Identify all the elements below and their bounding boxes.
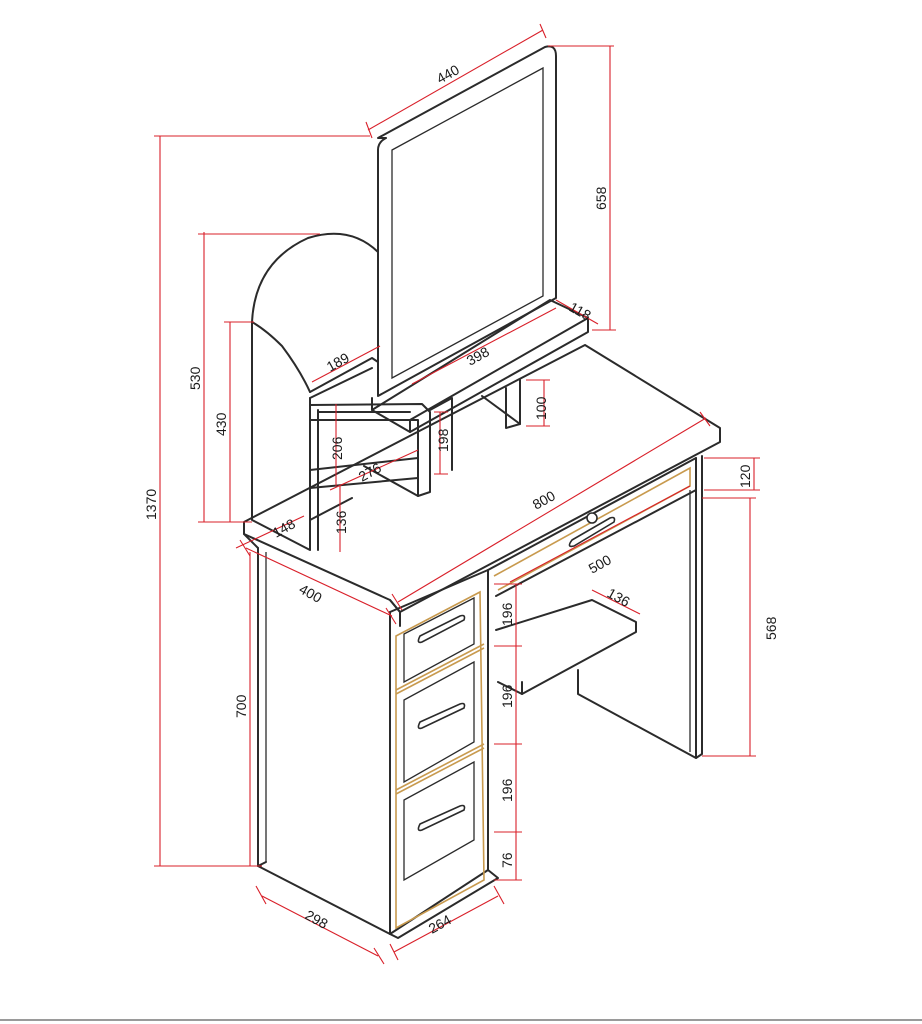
drawer-1: [403, 596, 475, 684]
dim-drawer2-height: 196: [499, 684, 515, 708]
dim-center-post-height: 198: [435, 428, 451, 452]
bottom-divider: [0, 1019, 922, 1021]
dim-side-unit-height: 530: [187, 366, 203, 390]
dim-leg-height: 568: [763, 616, 779, 640]
dim-center-post-top: 100: [533, 396, 549, 420]
dim-drawer-height: 120: [737, 464, 753, 488]
dim-mirror-width: 440: [434, 61, 462, 86]
dim-mirror-height: 658: [593, 186, 609, 210]
side-panel: [257, 547, 391, 935]
dim-side-base-depth: 148: [270, 515, 298, 540]
dim-table-height: 700: [233, 694, 249, 718]
drawer-3: [403, 760, 475, 882]
knee-shelf: [495, 599, 637, 695]
dim-drawer1-height: 196: [499, 602, 515, 626]
drawer-pedestal: [389, 569, 499, 939]
dim-drawer3-height: 196: [499, 778, 515, 802]
dim-side-lower-gap: 136: [333, 510, 349, 534]
drawer-2: [403, 660, 475, 784]
dim-plinth-height: 76: [499, 852, 515, 868]
dim-side-panel-height: 430: [213, 412, 229, 436]
dim-knee-width: 500: [586, 551, 614, 576]
table-top: [243, 344, 721, 627]
dim-side-depth: 298: [303, 907, 331, 932]
dim-total-height: 1370: [143, 489, 159, 520]
dim-side-upper-gap: 206: [329, 436, 345, 460]
furniture-outline: [243, 45, 721, 939]
right-leg: [577, 455, 703, 759]
center-post: [429, 379, 521, 471]
dim-knee-shelf-depth: 136: [605, 585, 633, 610]
mirror: [377, 45, 557, 397]
side-organizer: [251, 232, 431, 551]
dimension-lines: [154, 23, 760, 965]
dim-table-depth: 400: [297, 581, 325, 606]
